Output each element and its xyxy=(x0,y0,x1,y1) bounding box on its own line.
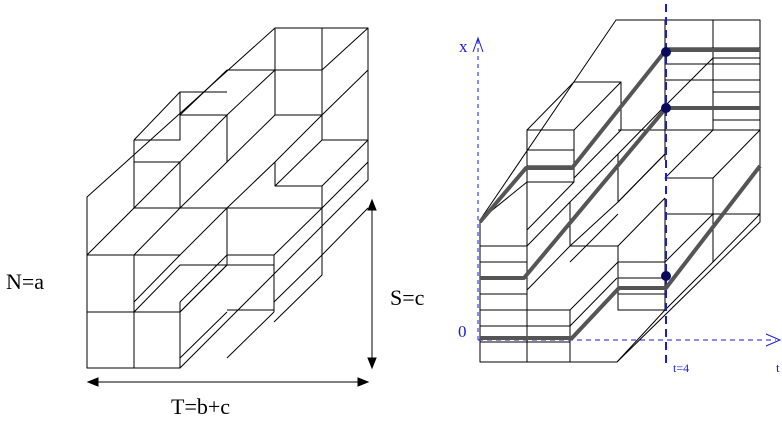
lattice-path-1 xyxy=(480,164,762,340)
n-label: N=a xyxy=(6,269,44,294)
x-axis-label: x xyxy=(459,37,468,56)
lattice-path-2 xyxy=(480,106,760,280)
path-markers xyxy=(661,47,671,281)
origin-label: 0 xyxy=(458,322,467,341)
lattice-path-3 xyxy=(478,48,760,224)
right-tiling xyxy=(479,19,761,363)
t-axis-arrowhead xyxy=(765,333,782,347)
t-label: T=b+c xyxy=(171,394,230,419)
t-dimension-arrow xyxy=(86,377,370,387)
marker-dot-middle xyxy=(661,103,671,113)
lattice-paths xyxy=(478,48,762,340)
left-tiling xyxy=(86,27,369,369)
x-axis-arrowhead xyxy=(472,36,484,53)
s-dimension-arrow xyxy=(367,198,377,370)
left-hexagon-outline xyxy=(86,27,369,369)
right-hexagon-outline xyxy=(479,19,761,363)
marker-dot-bottom xyxy=(661,271,671,281)
s-label: S=c xyxy=(390,285,425,310)
time-marker-label: t=4 xyxy=(673,361,689,375)
marker-dot-top xyxy=(661,47,671,57)
t-axis-end-label: t xyxy=(776,360,780,375)
